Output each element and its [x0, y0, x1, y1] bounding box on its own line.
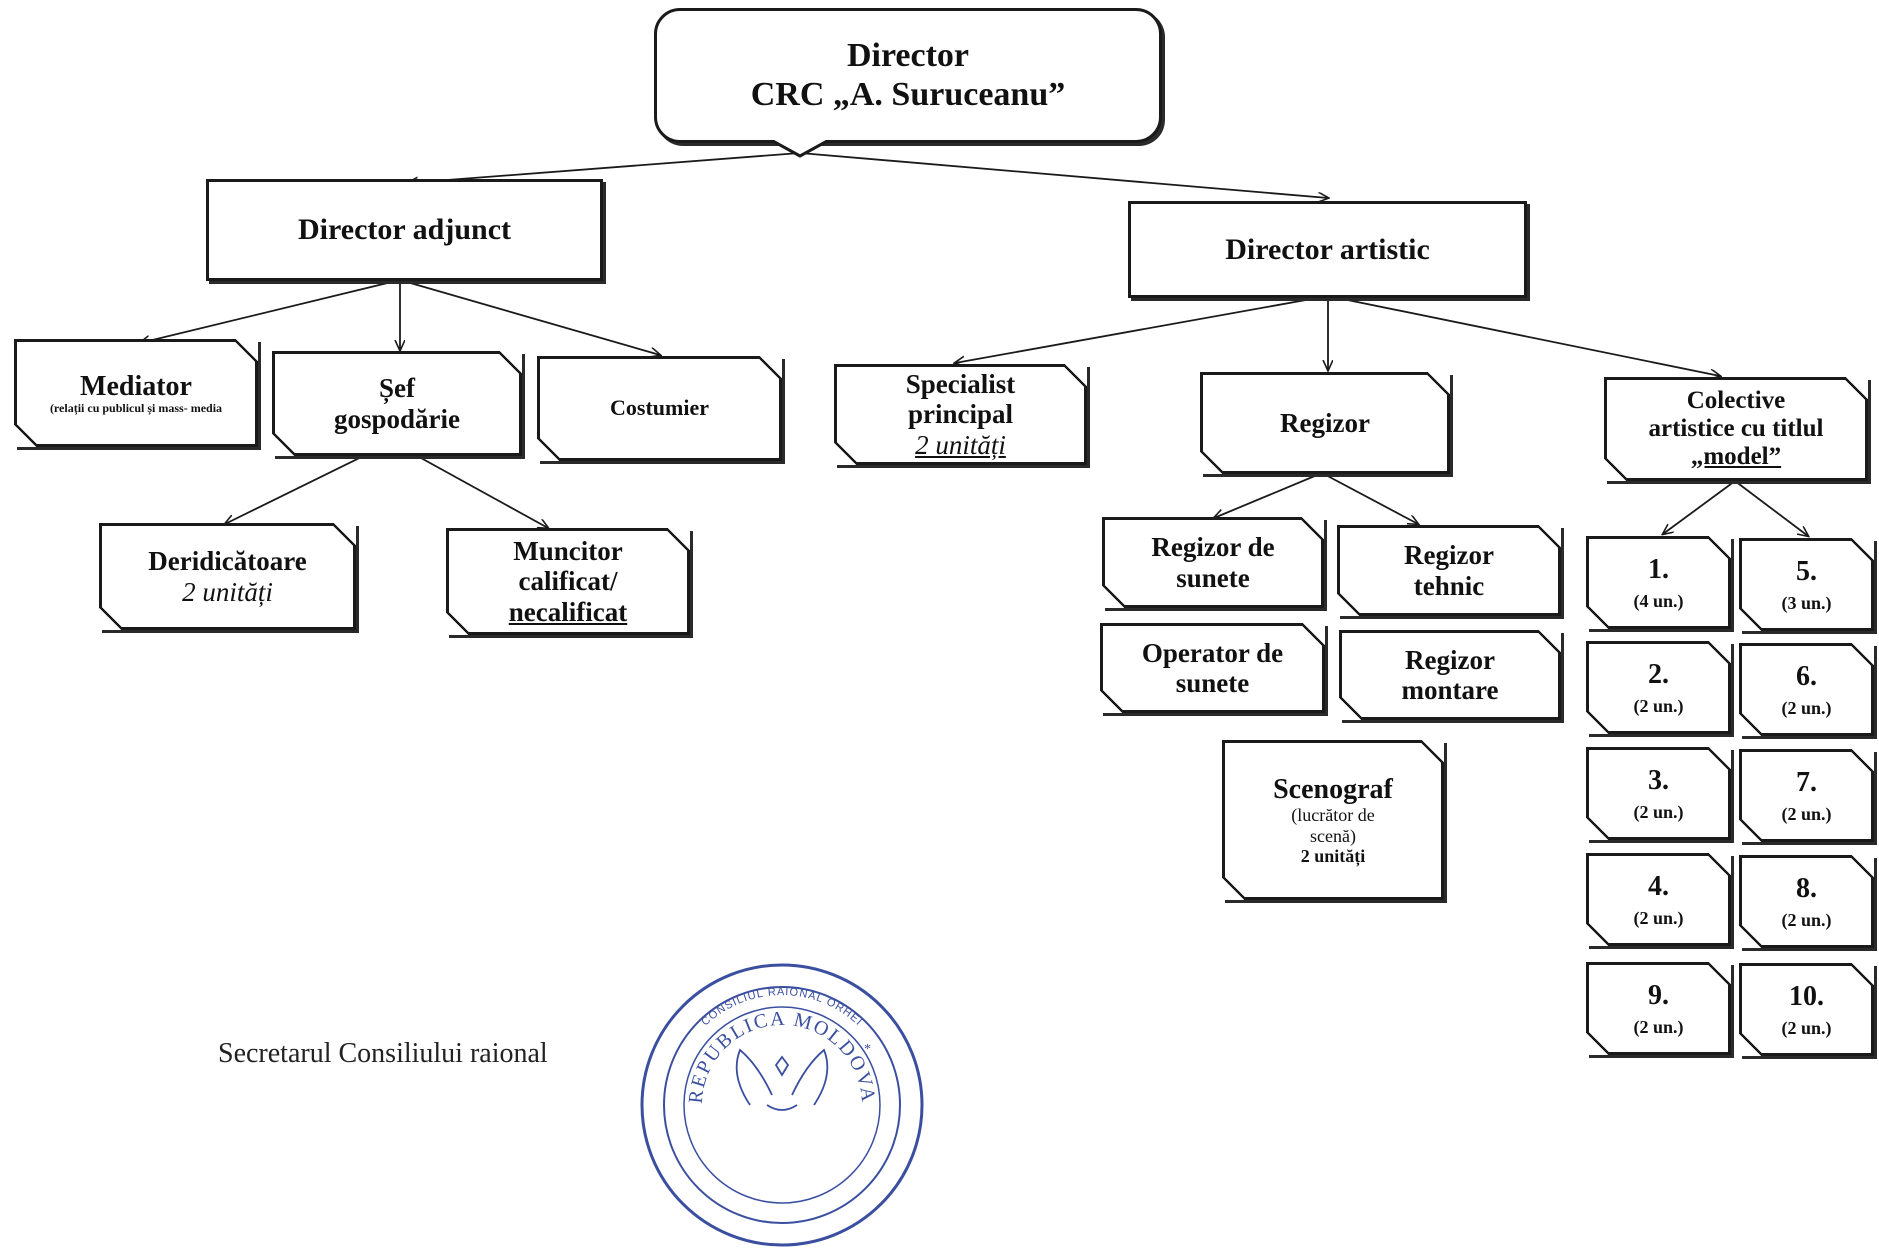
group-box: 2. (2 un.)	[1586, 641, 1731, 734]
group-units: (2 un.)	[1633, 802, 1684, 823]
director-box: Director CRC „A. Suruceanu”	[654, 8, 1162, 143]
muncitor-line1: Muncitor	[513, 536, 623, 567]
regizor-tehnic-line2: tehnic	[1413, 570, 1485, 601]
muncitor-box: Muncitor calificat/ necalificat	[446, 528, 690, 635]
scenograf-title: Scenograf	[1273, 774, 1393, 806]
specialist-line1: Specialist	[905, 369, 1016, 400]
group-number: 6.	[1796, 660, 1817, 692]
group-units: (3 un.)	[1781, 593, 1832, 614]
group-units: (2 un.)	[1633, 696, 1684, 717]
official-seal-icon: CONSILIUL RAIONAL ORHEI REPUBLICA MOLDOV…	[640, 963, 924, 1247]
group-number: 4.	[1648, 870, 1669, 902]
muncitor-line2: calificat/	[518, 566, 618, 597]
scenograf-sub2: scenă)	[1310, 825, 1356, 846]
regizor-montare-line2: montare	[1401, 675, 1499, 705]
group-units: (2 un.)	[1633, 908, 1684, 929]
group-box: 1. (4 un.)	[1586, 536, 1731, 629]
group-units: (2 un.)	[1781, 804, 1832, 825]
specialist-units: 2 unități	[915, 429, 1006, 460]
regizor-montare-line1: Regizor	[1405, 644, 1495, 675]
group-box: 6. (2 un.)	[1739, 643, 1874, 736]
regizor-label: Regizor	[1280, 407, 1370, 438]
sef-gospodarie-box: Șef gospodărie	[272, 351, 522, 456]
director-artistic-box: Director artistic	[1128, 201, 1527, 298]
group-units: (2 un.)	[1781, 698, 1832, 719]
colective-line1: Colective	[1686, 387, 1786, 414]
connector-regizor-tehnic	[1321, 472, 1418, 524]
group-box: 4. (2 un.)	[1586, 853, 1731, 946]
colective-line2: artistice cu titlul	[1648, 415, 1824, 442]
colective-line3: „model”	[1690, 443, 1782, 470]
specialist-box: Specialist principal 2 unități	[834, 364, 1087, 465]
group-number: 5.	[1796, 555, 1817, 587]
connector-adjunct-costumier	[399, 279, 660, 355]
connector-sef-muncitor	[391, 441, 548, 528]
group-units: (2 un.)	[1633, 1017, 1684, 1038]
regizor-box: Regizor	[1200, 372, 1450, 474]
mediator-subtitle: (relații cu publicul și mass- media	[49, 400, 223, 415]
connector-artistic-colective	[1327, 295, 1720, 376]
deridicatoare-title: Deridicătoare	[148, 546, 307, 577]
group-box: 8. (2 un.)	[1739, 855, 1874, 948]
mediator-title: Mediator	[80, 370, 192, 402]
regizor-sunete-line1: Regizor de	[1151, 532, 1275, 563]
director-title: Director	[846, 37, 970, 75]
group-number: 3.	[1648, 764, 1669, 796]
group-number: 1.	[1648, 553, 1669, 585]
director-adjunct-label: Director adjunct	[297, 213, 512, 247]
connector-regizor-sunete	[1214, 472, 1323, 518]
specialist-line2: principal	[907, 399, 1014, 430]
connector-director-artistic	[799, 152, 1328, 198]
group-number: 8.	[1796, 872, 1817, 904]
footer-text: Secretarul Consiliului raional	[218, 1038, 548, 1069]
regizor-sunete-box: Regizor de sunete	[1102, 517, 1324, 608]
director-artistic-label: Director artistic	[1225, 232, 1430, 266]
regizor-tehnic-box: Regizor tehnic	[1337, 525, 1561, 616]
connector-director-adjunct	[408, 152, 801, 183]
regizor-tehnic-line1: Regizor	[1404, 540, 1494, 571]
scenograf-box: Scenograf (lucrător de scenă) 2 unități	[1222, 740, 1444, 900]
regizor-sunete-line2: sunete	[1176, 562, 1250, 593]
muncitor-line3: necalificat	[508, 596, 628, 627]
operator-sunete-box: Operator de sunete	[1100, 623, 1325, 713]
mediator-box: Mediator (relații cu publicul și mass- m…	[14, 339, 258, 447]
connector-adjunct-mediator	[140, 279, 401, 343]
group-units: (2 un.)	[1781, 910, 1832, 931]
group-box: 10. (2 un.)	[1739, 963, 1874, 1056]
connector-colective-left	[1663, 480, 1736, 534]
director-pointer	[771, 140, 830, 158]
operator-sunete-line2: sunete	[1175, 668, 1250, 698]
group-number: 10.	[1789, 980, 1824, 1012]
regizor-montare-box: Regizor montare	[1339, 630, 1561, 720]
scenograf-sub1: (lucrător de	[1291, 805, 1375, 826]
operator-sunete-line1: Operator de	[1141, 637, 1284, 668]
sef-line1: Șef	[379, 373, 415, 404]
org-chart: Director CRC „A. Suruceanu” Director adj…	[14, 8, 1874, 1247]
deridicatoare-box: Deridicătoare 2 unități	[99, 523, 356, 630]
sef-line2: gospodărie	[333, 403, 460, 434]
group-units: (4 un.)	[1633, 591, 1684, 612]
group-number: 2.	[1648, 658, 1669, 690]
group-units: (2 un.)	[1781, 1018, 1832, 1039]
costumier-box: Costumier	[537, 356, 782, 461]
connector-colective-right	[1734, 480, 1808, 536]
group-number: 9.	[1648, 979, 1669, 1011]
director-org: CRC „A. Suruceanu”	[750, 75, 1066, 113]
scenograf-units: 2 unități	[1300, 845, 1366, 866]
group-box: 9. (2 un.)	[1586, 962, 1731, 1055]
connector-artistic-specialist	[955, 295, 1329, 363]
svg-text:*: *	[864, 1042, 871, 1057]
colective-box: Colective artistice cu titlul „model”	[1604, 377, 1868, 481]
director-adjunct-box: Director adjunct	[206, 179, 603, 281]
costumier-label: Costumier	[610, 395, 709, 421]
group-box: 3. (2 un.)	[1586, 747, 1731, 840]
deridicatoare-units: 2 unități	[182, 576, 273, 607]
group-number: 7.	[1796, 766, 1817, 798]
group-box: 5. (3 un.)	[1739, 538, 1874, 631]
group-box: 7. (2 un.)	[1739, 749, 1874, 842]
